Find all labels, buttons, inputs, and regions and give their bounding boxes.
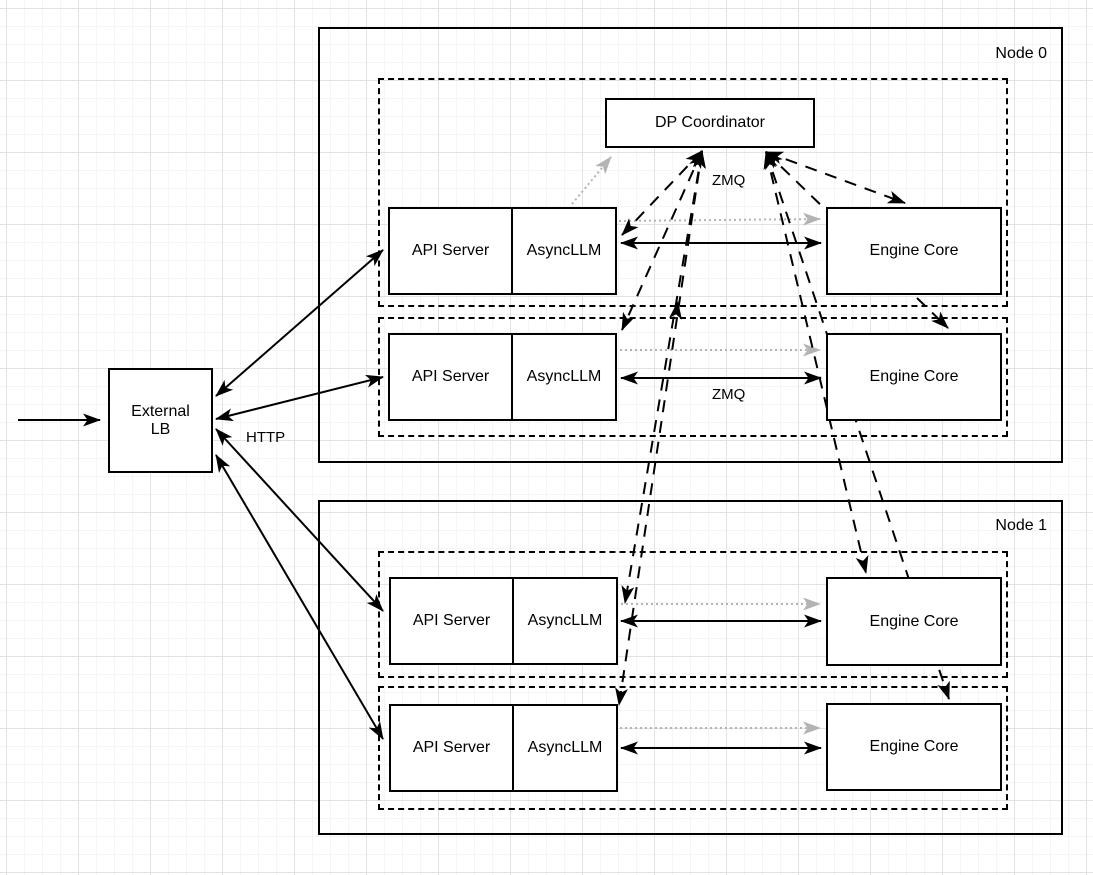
external-lb-line2: LB — [150, 420, 171, 438]
engine-core-2: Engine Core — [826, 333, 1002, 421]
engine-core-2-label: Engine Core — [869, 368, 959, 385]
asyncllm-1: AsyncLLM — [526, 242, 602, 259]
external-lb-line1: External — [131, 402, 190, 420]
arrow-lb-api4 — [215, 454, 384, 740]
engine-core-3: Engine Core — [826, 577, 1002, 666]
dotted-async1-engine1 — [618, 212, 821, 226]
node1-label: Node 1 — [995, 517, 1047, 534]
api-async-box-2: API Server AsyncLLM — [388, 333, 617, 421]
asyncllm-3: AsyncLLM — [527, 612, 603, 629]
arrow-lb-api1 — [215, 249, 384, 397]
arrow-lb-api2 — [215, 374, 384, 422]
api-server-2: API Server — [390, 335, 513, 419]
engine-core-4-label: Engine Core — [869, 738, 959, 755]
api-async-box-4: API Server AsyncLLM — [389, 704, 618, 792]
api-server-4: API Server — [391, 706, 514, 790]
api-server-3: API Server — [391, 579, 514, 663]
api-async-box-3: API Server AsyncLLM — [389, 577, 618, 665]
external-lb-box: External LB — [108, 368, 213, 473]
http-label: HTTP — [246, 429, 286, 446]
engine-core-3-label: Engine Core — [869, 612, 959, 630]
zmq-label-top: ZMQ — [712, 172, 746, 189]
dotted-async1-dp — [571, 156, 612, 205]
engine-core-4: Engine Core — [826, 703, 1002, 791]
engine-core-1: Engine Core — [826, 207, 1002, 295]
zmq-label-mid: ZMQ — [712, 386, 746, 403]
dp-coordinator-box: DP Coordinator — [605, 98, 815, 148]
node0-label: Node 0 — [995, 45, 1047, 62]
asyncllm-2: AsyncLLM — [526, 368, 602, 385]
api-async-box-1: API Server AsyncLLM — [388, 207, 617, 295]
engine-core-1-label: Engine Core — [869, 242, 959, 259]
dashed-dp-async4 — [615, 150, 706, 706]
asyncllm-4: AsyncLLM — [527, 739, 603, 756]
api-server-1: API Server — [390, 209, 513, 293]
dp-coordinator-label: DP Coordinator — [655, 114, 765, 131]
